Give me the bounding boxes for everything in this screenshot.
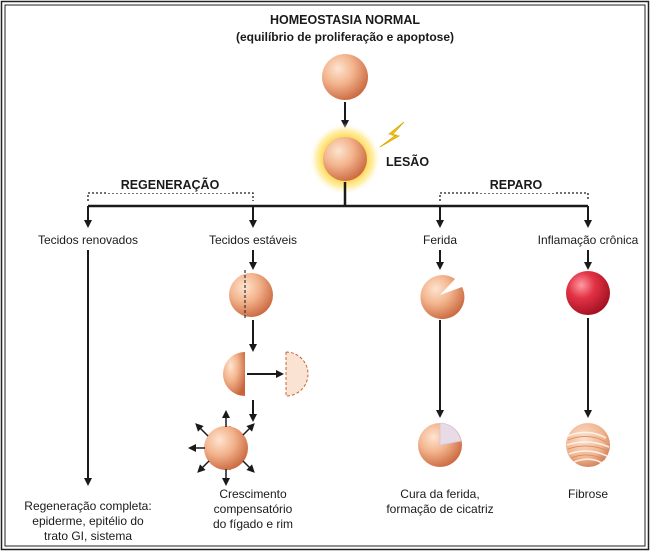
- label-wound: Ferida: [423, 233, 457, 247]
- fibrosis-outcome: Fibrose: [568, 487, 608, 501]
- removed-half-cell: [285, 351, 309, 397]
- inner-border: [4, 4, 646, 547]
- label-stable-tissue: Tecidos estáveis: [209, 233, 297, 247]
- title: HOMEOSTASIA NORMAL: [270, 13, 420, 27]
- fibrosis-strands-dark: [567, 436, 609, 461]
- repair-label: REPARO: [490, 178, 543, 192]
- regeneration-label: REGENERAÇÃO: [121, 177, 220, 192]
- injury-label: LESÃO: [386, 154, 429, 169]
- wound-outcome-1: Cura da ferida,: [400, 487, 479, 501]
- wound-outcome-2: formação de cicatriz: [386, 502, 493, 516]
- label-renewed-tissue: Tecidos renovados: [38, 233, 138, 247]
- wounded-cell: [420, 275, 465, 320]
- scar-tissue: [439, 422, 462, 446]
- growth-arrow-7: [197, 460, 210, 473]
- repair-label-bg: [478, 177, 554, 193]
- repair-bracket: [439, 192, 589, 201]
- normal-cell: [322, 54, 368, 100]
- regeneration-outcome-1: Regeneração completa:: [24, 499, 151, 513]
- inflamed-cell: [566, 271, 610, 315]
- compensatory-cell-body: [204, 426, 248, 470]
- compensatory-outcome-3: do fígado e rim: [213, 517, 293, 531]
- half-cell: [223, 352, 245, 396]
- compensatory-outcome-1: Crescimento: [219, 487, 287, 501]
- regeneration-label-bg: [108, 177, 232, 193]
- regeneration-outcome-3: trato GI, sistema: [44, 529, 132, 543]
- injured-cell: [323, 137, 367, 181]
- compensatory-outcome-2: compensatório: [214, 502, 293, 516]
- label-chronic-inflammation: Inflamação crônica: [538, 233, 639, 247]
- growth-arrow-4: [242, 423, 255, 436]
- growth-arrow-5: [242, 460, 255, 473]
- lightning-icon: [379, 121, 405, 148]
- stable-cell: [229, 273, 273, 317]
- regeneration-outcome-2: epiderme, epitélio do: [32, 514, 144, 528]
- subtitle: (equilíbrio de proliferação e apoptose): [236, 30, 454, 44]
- fibrosis-strands: [566, 431, 610, 464]
- regeneration-bracket: [87, 192, 254, 201]
- growth-arrow-1: [195, 423, 209, 437]
